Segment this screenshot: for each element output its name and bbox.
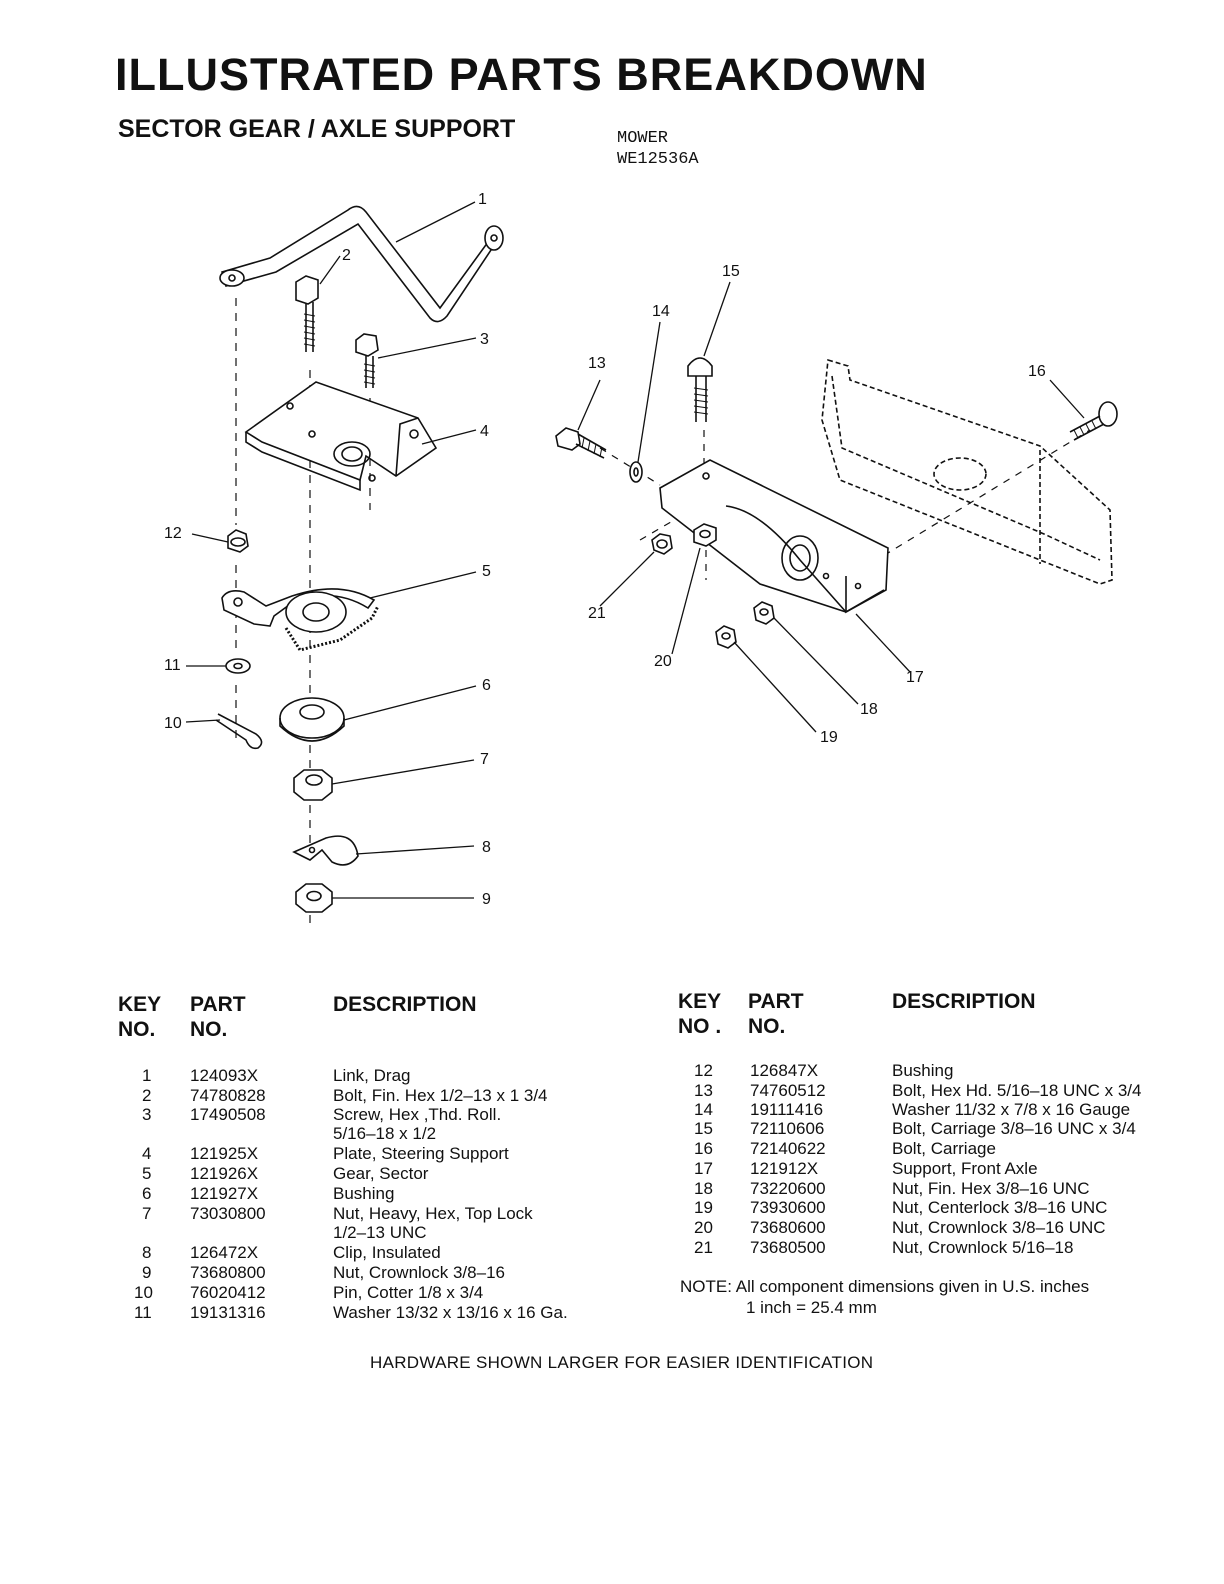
note-line-2: 1 inch = 25.4 mm bbox=[746, 1298, 877, 1317]
sector-gear-part bbox=[221, 588, 380, 652]
model-type: MOWER bbox=[617, 129, 669, 148]
callout-21: 21 bbox=[588, 605, 606, 622]
crownlock-nut-part bbox=[295, 883, 333, 913]
axle-support-part bbox=[659, 459, 889, 614]
callout-9: 9 bbox=[482, 891, 491, 908]
crownlock-nut-part-20 bbox=[693, 523, 717, 547]
hex-bolt-part bbox=[295, 275, 319, 352]
callout-2: 2 bbox=[342, 247, 351, 264]
model-info: MOWER WE12536A bbox=[617, 128, 699, 170]
front-axle-outline bbox=[821, 358, 1113, 585]
key-header: KEY NO . bbox=[678, 990, 722, 1038]
callout-15: 15 bbox=[722, 263, 740, 280]
callout-12: 12 bbox=[164, 525, 182, 542]
hex-bolt-part-13 bbox=[555, 427, 607, 459]
insulated-clip-part bbox=[292, 835, 359, 866]
part-header: PART NO. bbox=[748, 990, 804, 1038]
callout-13: 13 bbox=[588, 355, 606, 372]
callout-6: 6 bbox=[482, 677, 491, 694]
washer-part-14 bbox=[629, 461, 643, 483]
callout-5: 5 bbox=[482, 563, 491, 580]
hex-screw-part bbox=[355, 333, 379, 388]
footer-note: HARDWARE SHOWN LARGER FOR EASIER IDENTIF… bbox=[370, 1353, 874, 1372]
crownlock-nut-part-21 bbox=[651, 533, 673, 555]
leader-lines bbox=[185, 201, 1085, 899]
dimension-note: NOTE: All component dimensions given in … bbox=[680, 1276, 1089, 1318]
cotter-pin-part bbox=[215, 713, 263, 750]
large-bushing-part bbox=[279, 697, 345, 742]
callout-19: 19 bbox=[820, 729, 838, 746]
exploded-parts-diagram: 1 2 3 4 5 6 7 8 9 10 11 12 13 14 15 16 1… bbox=[164, 191, 1118, 930]
section-subtitle: SECTOR GEAR / AXLE SUPPORT bbox=[118, 115, 516, 143]
drag-link-part bbox=[219, 205, 504, 323]
centerlock-nut-part-19 bbox=[715, 625, 737, 649]
bushing-part bbox=[227, 529, 249, 553]
callout-20: 20 bbox=[654, 653, 672, 670]
page-title: ILLUSTRATED PARTS BREAKDOWN bbox=[115, 49, 928, 100]
callout-8: 8 bbox=[482, 839, 491, 856]
callout-3: 3 bbox=[480, 331, 489, 348]
callout-7: 7 bbox=[480, 751, 489, 768]
callout-14: 14 bbox=[652, 303, 670, 320]
washer-part bbox=[225, 658, 251, 674]
callout-17: 17 bbox=[906, 669, 924, 686]
part-header: PART NO. bbox=[190, 993, 246, 1041]
callout-11: 11 bbox=[164, 657, 181, 674]
carriage-bolt-part-16 bbox=[1069, 401, 1118, 441]
callout-10: 10 bbox=[164, 715, 182, 732]
model-number: WE12536A bbox=[617, 150, 699, 169]
callout-18: 18 bbox=[860, 701, 878, 718]
callout-1: 1 bbox=[478, 191, 487, 208]
callout-numbers: 1 2 3 4 5 6 7 8 9 10 11 12 13 14 15 16 1… bbox=[164, 191, 1046, 908]
callout-16: 16 bbox=[1028, 363, 1046, 380]
heavy-hex-nut-part bbox=[293, 769, 333, 801]
hex-nut-part-18 bbox=[753, 601, 775, 625]
key-header: KEY NO. bbox=[118, 993, 162, 1041]
description-header: DESCRIPTION bbox=[892, 990, 1036, 1013]
description-header: DESCRIPTION bbox=[333, 993, 477, 1016]
note-line-1: NOTE: All component dimensions given in … bbox=[680, 1277, 1090, 1296]
steering-plate-part bbox=[244, 381, 438, 492]
carriage-bolt-part-15 bbox=[687, 357, 713, 422]
callout-4: 4 bbox=[480, 423, 489, 440]
